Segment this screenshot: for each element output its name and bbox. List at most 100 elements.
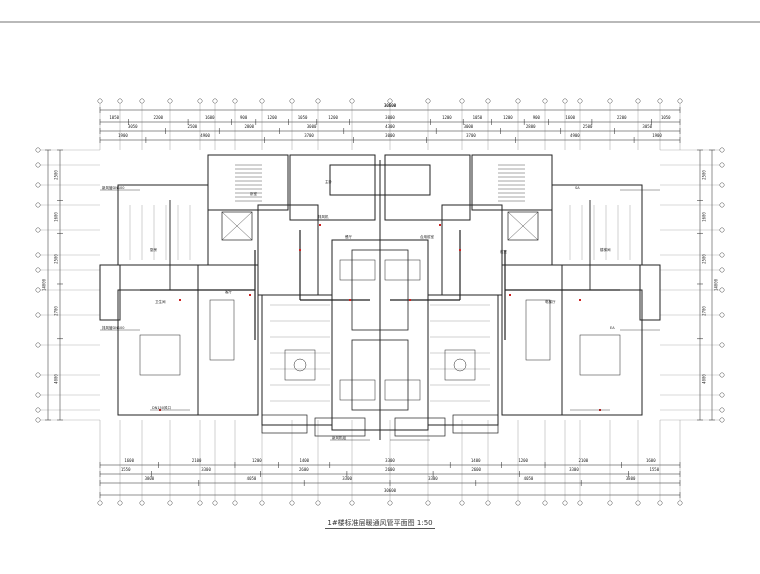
axis-bubble-top	[259, 98, 265, 104]
top-total-chain-value: 30600	[383, 103, 397, 108]
top-total-value: 30600	[383, 103, 397, 108]
top-chain-2-value: 2800	[525, 124, 536, 129]
exterior-wall	[639, 264, 661, 321]
room-label: 餐厅	[345, 235, 352, 239]
room-label: 厨房	[150, 248, 157, 252]
top-chain-2-value: 3000	[306, 124, 317, 129]
axis-bubble-top	[315, 98, 321, 104]
room-label: 客厅	[225, 290, 232, 294]
axis-bubble-right	[719, 417, 725, 423]
bottom-chain-1-value: 2100	[578, 458, 589, 463]
top-chain-1-value: 900	[240, 115, 248, 120]
elevator-cross	[507, 211, 539, 241]
axis-bubble-top	[232, 98, 238, 104]
top-chain-3-value: 1900	[652, 133, 662, 138]
duct-note: 新风机组	[332, 436, 346, 440]
bottom-total-chain-value: 30600	[383, 488, 397, 493]
diffuser-marker	[579, 299, 581, 301]
axis-bubble-top	[459, 98, 465, 104]
balcony-outline	[314, 417, 366, 437]
bottom-chain-3-value: 3800	[144, 476, 155, 481]
axis-bubble-bottom	[542, 500, 548, 506]
axis-bubble-left	[35, 312, 41, 318]
left-chain-value: 2500	[53, 253, 59, 264]
top-chain-2-value: 2500	[582, 124, 593, 129]
elevator-shaft	[221, 211, 253, 241]
bottom-chain-3-value: 3300	[342, 476, 352, 481]
diffuser-marker	[179, 299, 181, 301]
axis-bubble-bottom	[677, 500, 683, 506]
top-chain-2-value: 3050	[642, 124, 653, 129]
axis-bubble-left	[35, 182, 41, 188]
axis-bubble-right	[719, 182, 725, 188]
right-chain-value: 1600	[701, 212, 707, 222]
bottom-chain-3-value: 3800	[625, 476, 636, 481]
bottom-chain-2-value: 3300	[569, 467, 579, 472]
axis-bubble-bottom	[97, 500, 103, 506]
top-chain-2-value: 2800	[244, 124, 255, 129]
axis-bubble-top	[425, 98, 431, 104]
bottom-chain-2-value: 1550	[120, 467, 131, 472]
top-chain-3-value: 3000	[385, 133, 395, 138]
diffuser-marker	[509, 294, 511, 296]
axis-bubble-top	[289, 98, 295, 104]
axis-bubble-bottom	[607, 500, 613, 506]
axis-bubble-right	[719, 162, 725, 168]
top-chain-1-value: 900	[532, 115, 540, 120]
axis-bubble-top	[387, 98, 393, 104]
diffuser-marker	[349, 299, 351, 301]
sofa	[209, 299, 235, 361]
bedroom-outline	[561, 289, 643, 416]
room-label: 卫生间	[155, 300, 166, 304]
axis-bubble-top	[562, 98, 568, 104]
top-chain-3-value: 4900	[200, 133, 210, 138]
right-total-chain-value: 14000	[713, 278, 719, 292]
top-chain-3-value: 1900	[118, 133, 128, 138]
top-chain-1-value: 1600	[565, 115, 576, 120]
balcony-outline	[452, 414, 499, 434]
bedroom-outline	[117, 289, 199, 416]
axis-bubble-right	[719, 312, 725, 318]
axis-bubble-left	[35, 342, 41, 348]
balcony-outline	[261, 414, 308, 434]
round-table	[293, 358, 307, 372]
right-chain-value: 4000	[701, 374, 707, 385]
axis-bubble-left	[35, 147, 41, 153]
elevator-cross	[221, 211, 253, 241]
bathroom-outline	[331, 239, 381, 431]
axis-bubble-top	[607, 98, 613, 104]
axis-bubble-left	[35, 392, 41, 398]
room-label: 卧室	[250, 192, 257, 196]
top-chain-3-value: 4900	[570, 133, 580, 138]
room-label: 合用前室	[420, 235, 434, 239]
bathtub	[384, 379, 421, 401]
diffuser-marker	[299, 249, 301, 251]
axis-bubble-top	[485, 98, 491, 104]
bathroom-outline	[379, 239, 429, 431]
diffuser-marker	[439, 224, 441, 226]
axis-bubble-top	[117, 98, 123, 104]
drawing-caption-text: 1#楼标准层暖通风管平面图 1:50	[325, 519, 435, 529]
axis-bubble-top	[677, 98, 683, 104]
axis-bubble-bottom	[315, 500, 321, 506]
axis-bubble-left	[35, 417, 41, 423]
bottom-chain-1-value: 1600	[645, 458, 656, 463]
diffuser-marker	[249, 294, 251, 296]
axis-bubble-top	[657, 98, 663, 104]
axis-bubble-left	[35, 202, 41, 208]
duct-note: 排风机	[318, 215, 329, 219]
top-chain-1-value: 3000	[385, 115, 395, 120]
axis-bubble-right	[719, 287, 725, 293]
bedroom-outline	[117, 184, 209, 266]
axis-bubble-right	[719, 372, 725, 378]
room-label: 前室	[500, 250, 507, 254]
top-chain-3-value: 3700	[304, 133, 314, 138]
bottom-chain-2-value: 2600	[299, 467, 309, 472]
top-chain-2-value: 3050	[127, 124, 138, 129]
axis-bubble-top	[349, 98, 355, 104]
exterior-wall	[99, 264, 121, 321]
axis-bubble-top	[635, 98, 641, 104]
axis-bubble-bottom	[515, 500, 521, 506]
duct-note: DN150风口	[152, 406, 171, 410]
table	[284, 349, 316, 381]
